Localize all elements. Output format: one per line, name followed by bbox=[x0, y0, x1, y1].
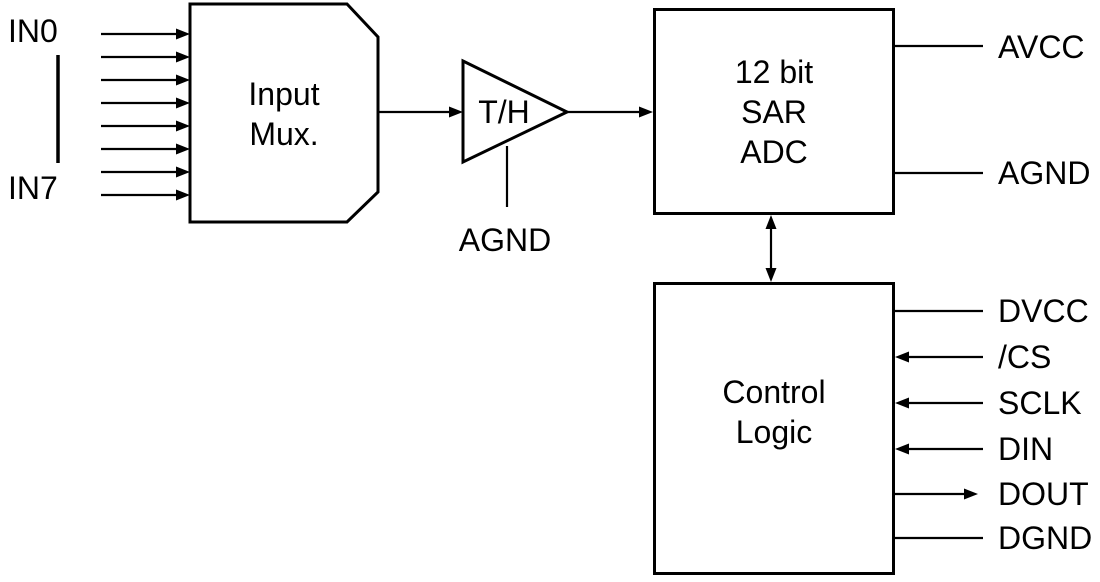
arrowhead-up-icon bbox=[765, 215, 777, 229]
arrowhead-right-icon bbox=[176, 166, 190, 178]
sar-adc-label-line1: 12 bit bbox=[734, 53, 814, 90]
control-logic-label-line2: Logic bbox=[735, 413, 813, 450]
arrowhead-right-icon bbox=[176, 51, 190, 63]
pin-line-dout bbox=[895, 488, 978, 500]
control-logic-label-line1: Control bbox=[722, 373, 826, 410]
input-label-in0: IN0 bbox=[8, 13, 58, 49]
control-logic-label: Control Logic bbox=[722, 372, 825, 452]
input-arrow-2 bbox=[101, 51, 190, 63]
input-mux-label-line1: Input bbox=[248, 76, 320, 112]
input-arrow-8 bbox=[101, 189, 190, 201]
control-pin-label-dgnd: DGND bbox=[998, 520, 1093, 556]
control-pin-label-sclk: SCLK bbox=[998, 385, 1082, 421]
arrowhead-right-icon bbox=[176, 189, 190, 201]
control-pin-label-cs: /CS bbox=[998, 339, 1052, 375]
sar-adc-label-line2: SAR bbox=[741, 93, 807, 130]
arrowhead-down-icon bbox=[765, 268, 777, 282]
arrowhead-right-icon bbox=[639, 106, 653, 118]
pin-line-din bbox=[895, 443, 983, 455]
input-arrow-5 bbox=[101, 120, 190, 132]
input-arrow-1 bbox=[101, 28, 190, 40]
control-pin-label-dout: DOUT bbox=[998, 476, 1089, 512]
arrowhead-right-icon bbox=[176, 97, 190, 109]
arrowhead-left-icon bbox=[895, 351, 909, 363]
control-logic-block: Control Logic bbox=[653, 282, 895, 575]
input-arrow-3 bbox=[101, 74, 190, 86]
control-pin-label-dvcc: DVCC bbox=[998, 293, 1089, 329]
adc-pin-label-agnd: AGND bbox=[998, 155, 1091, 191]
track-hold-triangle bbox=[461, 58, 571, 165]
wire-th-to-adc bbox=[567, 106, 653, 118]
arrowhead-left-icon bbox=[895, 443, 909, 455]
wire-mux-to-th bbox=[378, 106, 463, 118]
adc-pin-label-avcc: AVCC bbox=[998, 29, 1085, 65]
arrowhead-right-icon bbox=[176, 143, 190, 155]
adc-control-bidirectional-arrow bbox=[765, 215, 777, 282]
arrowhead-right-icon bbox=[176, 120, 190, 132]
pin-line-cs bbox=[895, 351, 983, 363]
input-label-in7: IN7 bbox=[8, 170, 58, 206]
input-arrows bbox=[101, 28, 190, 201]
track-hold-agnd-label: AGND bbox=[458, 222, 552, 258]
sar-adc-block: 12 bit SAR ADC bbox=[653, 8, 895, 215]
track-hold-label: T/H bbox=[478, 94, 530, 130]
input-arrow-6 bbox=[101, 143, 190, 155]
arrowhead-right-icon bbox=[176, 74, 190, 86]
control-pin-label-din: DIN bbox=[998, 431, 1054, 467]
arrowhead-right-icon bbox=[964, 488, 978, 500]
input-arrow-7 bbox=[101, 166, 190, 178]
arrowhead-right-icon bbox=[449, 106, 463, 118]
input-arrow-4 bbox=[101, 97, 190, 109]
input-mux-label: Input Mux. bbox=[190, 74, 378, 154]
input-mux-label-line2: Mux. bbox=[249, 116, 319, 152]
pin-line-sclk bbox=[895, 397, 983, 409]
input-mux-shape bbox=[188, 2, 380, 224]
arrowhead-right-icon bbox=[176, 28, 190, 40]
sar-adc-label-line3: ADC bbox=[740, 133, 808, 170]
arrowhead-left-icon bbox=[895, 397, 909, 409]
